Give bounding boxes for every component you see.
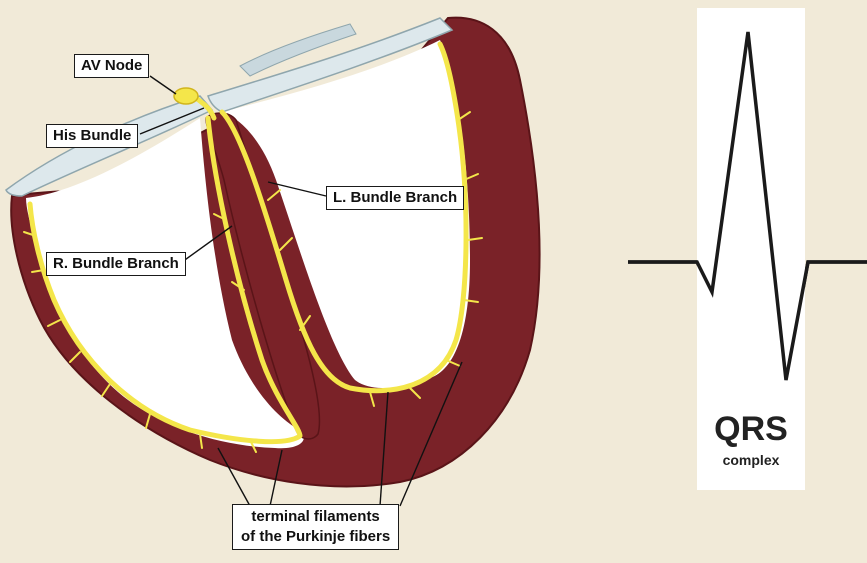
right-bundle-branch-label: R. Bundle Branch	[46, 252, 186, 276]
qrs-title: QRS	[697, 410, 805, 449]
purkinje-label-line1: terminal filaments	[241, 507, 390, 527]
qrs-trace-foreground	[628, 32, 867, 380]
left-bundle-branch-label: L. Bundle Branch	[326, 186, 464, 210]
purkinje-fibers-label: terminal filaments of the Purkinje fiber…	[232, 504, 399, 550]
av-node-label: AV Node	[74, 54, 149, 78]
purkinje-label-line2: of the Purkinje fibers	[241, 527, 390, 547]
qrs-subtitle: complex	[697, 452, 805, 468]
his-bundle-label: His Bundle	[46, 124, 138, 148]
